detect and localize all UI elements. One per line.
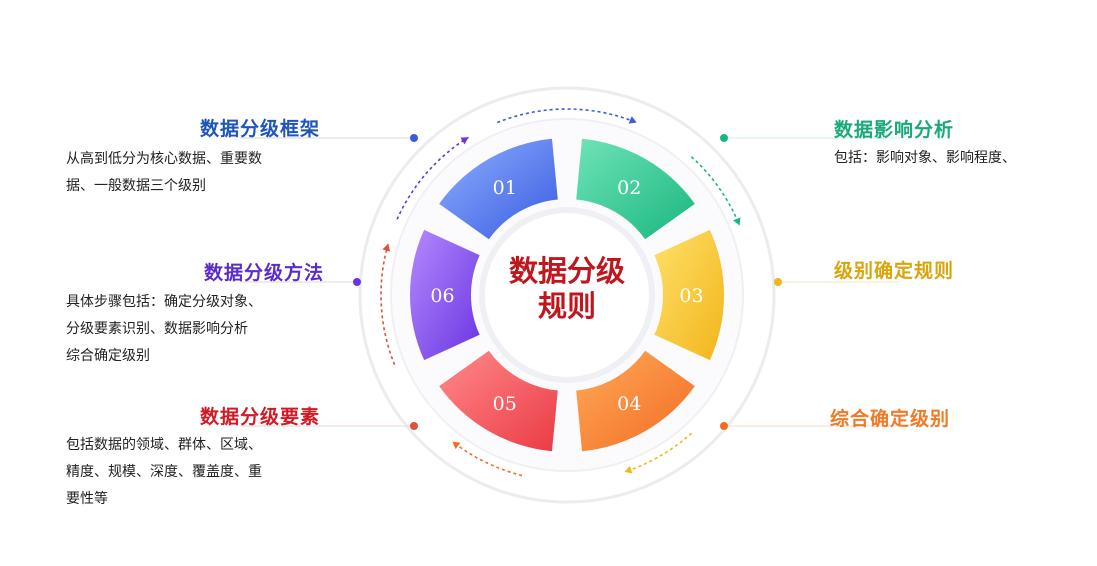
center-title-line1: 数据分级: [509, 254, 625, 288]
segment-label-05: 05: [493, 393, 517, 415]
flow-arrow-5: [380, 243, 396, 365]
overall-title: 综合确定级别: [830, 408, 951, 430]
method-desc-line3: 综合确定级别: [66, 348, 150, 364]
segment-02: [576, 138, 695, 240]
method-desc-line1: 具体步骤包括：确定分级对象、: [66, 294, 262, 310]
impact-title: 数据影响分析: [834, 119, 955, 141]
elements-desc-line1: 包括数据的领域、群体、区域、: [66, 437, 262, 453]
flow-arrowhead-2: [733, 217, 741, 226]
framework-desc-line1: 从高到低分为核心数据、重要数: [66, 151, 262, 167]
dot-mid-right: [774, 278, 782, 286]
elements-desc: 包括数据的领域、群体、区域、 精度、规模、深度、覆盖度、重 要性等: [66, 432, 262, 513]
dot-mid-left: [353, 278, 361, 286]
overall-block: 综合确定级别: [830, 404, 950, 431]
segment-05: [439, 350, 558, 452]
flow-arrow-1: [497, 108, 637, 124]
outer-ring: [358, 86, 776, 504]
framework-block: 数据分级框架: [40, 114, 320, 141]
segment-03: [654, 229, 725, 361]
flow-arrowhead-5: [382, 243, 391, 252]
flow-arrow-2: [690, 156, 741, 226]
rules-block: 级别确定规则: [834, 256, 954, 283]
flow-arrows: [380, 108, 741, 477]
segment-04: [576, 350, 695, 452]
method-block: 数据分级方法: [40, 258, 324, 285]
elements-title: 数据分级要素: [199, 406, 320, 428]
segment-01: [439, 138, 558, 240]
center-disc: [485, 213, 649, 377]
flow-arrowhead-4: [452, 441, 461, 450]
dot-top-right: [720, 134, 728, 142]
method-title: 数据分级方法: [203, 262, 324, 284]
framework-desc-line2: 据、一般数据三个级别: [66, 178, 206, 194]
method-desc-line2: 分级要素识别、数据影响分析: [66, 321, 248, 337]
segment-label-03: 03: [679, 285, 703, 307]
impact-desc: 包括：影响对象、影响程度、: [834, 145, 1016, 172]
framework-title: 数据分级框架: [199, 118, 320, 140]
flow-arrowhead-6: [460, 137, 469, 145]
flow-arrowhead-1: [628, 116, 637, 124]
dot-top-left: [410, 134, 418, 142]
impact-block: 数据影响分析: [834, 115, 954, 142]
segment-label-02: 02: [617, 177, 641, 199]
segment-06: [410, 229, 480, 361]
segment-label-01: 01: [493, 177, 517, 199]
dot-bottom-left: [410, 422, 418, 430]
segment-label-06: 06: [430, 285, 454, 307]
flow-arrow-6: [396, 136, 469, 220]
segment-ring: 01 02 03 04 05 06: [410, 138, 725, 452]
dot-bottom-right: [720, 422, 728, 430]
elements-desc-line3: 要性等: [66, 491, 108, 507]
flow-arrowhead-3: [624, 465, 633, 474]
elements-desc-line2: 精度、规模、深度、覆盖度、重: [66, 464, 262, 480]
elements-block: 数据分级要素: [40, 402, 320, 429]
center-title-line2: 规则: [538, 289, 596, 323]
framework-desc: 从高到低分为核心数据、重要数 据、一般数据三个级别: [66, 146, 262, 200]
method-desc: 具体步骤包括：确定分级对象、 分级要素识别、数据影响分析 综合确定级别: [66, 289, 262, 370]
impact-desc-line1: 包括：影响对象、影响程度、: [834, 150, 1016, 166]
rules-title: 级别确定规则: [834, 260, 955, 282]
segment-label-04: 04: [617, 393, 641, 415]
